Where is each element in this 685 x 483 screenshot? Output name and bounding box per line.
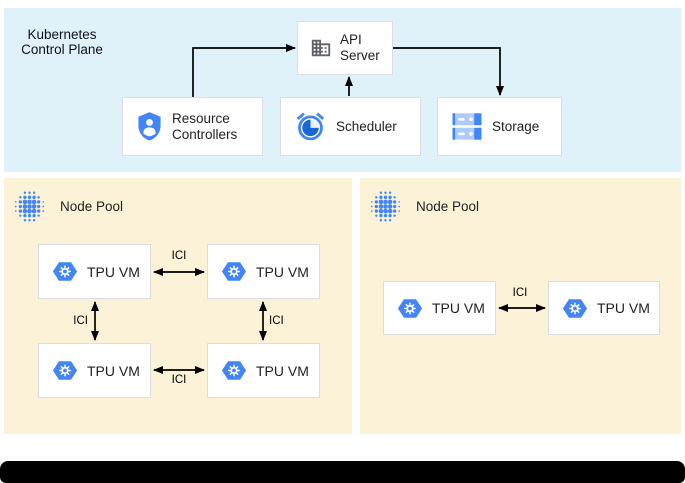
bottom-window-bar — [0, 461, 685, 483]
node-label: Scheduler — [336, 118, 397, 134]
node-label: TPU VM — [256, 362, 309, 379]
ici-link-label: ICI — [171, 250, 187, 262]
node-pool-dots-icon — [369, 190, 402, 223]
tpu-hexagon-icon — [221, 359, 247, 382]
control-plane-title: Kubernetes Control Plane — [21, 27, 103, 57]
ici-link-label: ICI — [73, 315, 88, 327]
tpu-hexagon-icon — [52, 359, 78, 382]
node-pool-header: Node Pool — [13, 190, 123, 223]
ici-link-label: ICI — [171, 374, 187, 386]
node-label: TPU VM — [597, 300, 650, 316]
tpu-hexagon-icon — [52, 260, 78, 283]
tpu-vm-node: TPU VM — [383, 281, 496, 335]
node-label: Storage — [492, 118, 540, 134]
node-label: Resource Controllers — [172, 110, 238, 142]
alarm-clock-icon — [294, 110, 327, 143]
tpu-vm-node: TPU VM — [207, 244, 320, 299]
scheduler-node: Scheduler — [280, 97, 421, 156]
node-label: TPU VM — [432, 300, 485, 316]
ici-link-label: ICI — [269, 315, 284, 327]
tpu-hexagon-icon — [397, 297, 423, 320]
tpu-vm-node: TPU VM — [38, 244, 151, 299]
storage-node: Storage — [437, 97, 562, 156]
storage-disks-icon — [451, 112, 483, 141]
node-label: TPU VM — [87, 362, 140, 379]
node-pool-header: Node Pool — [369, 190, 479, 223]
node-label: TPU VM — [87, 263, 140, 280]
building-icon — [310, 37, 332, 59]
ici-link-label: ICI — [512, 287, 528, 299]
tpu-hexagon-icon — [562, 297, 588, 320]
node-pool-label: Node Pool — [60, 199, 124, 214]
shield-user-icon — [136, 111, 163, 142]
api-server-node: API Server — [297, 21, 393, 75]
node-label: TPU VM — [256, 263, 309, 280]
node-label: API Server — [340, 32, 380, 63]
node-pool-label: Node Pool — [416, 199, 480, 214]
tpu-vm-node: TPU VM — [207, 343, 320, 398]
resource-controllers-node: Resource Controllers — [122, 97, 263, 156]
node-pool-dots-icon — [13, 190, 46, 223]
tpu-vm-node: TPU VM — [38, 343, 151, 398]
tpu-vm-node: TPU VM — [548, 281, 660, 335]
tpu-hexagon-icon — [221, 260, 247, 283]
